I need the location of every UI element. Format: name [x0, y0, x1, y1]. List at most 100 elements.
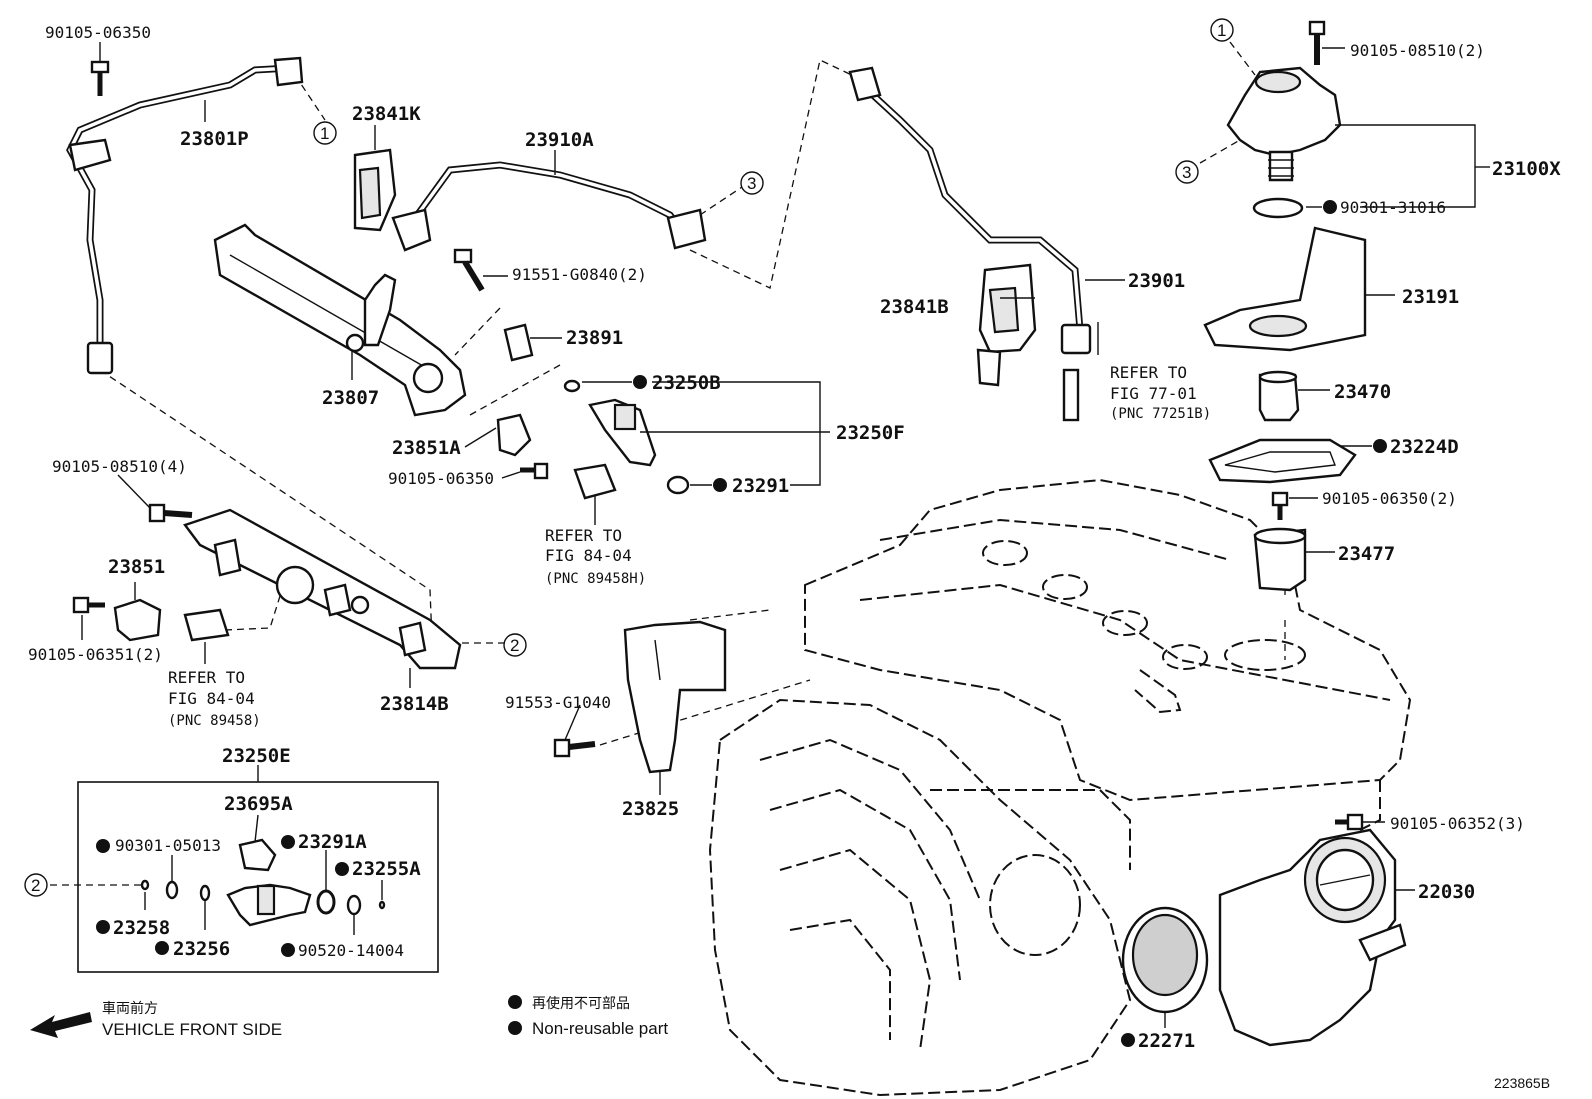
gasket-22271 — [1121, 906, 1209, 1014]
vehicle-front-cn: 車両前方 — [102, 1000, 158, 1016]
label-23477: 23477 — [1338, 543, 1395, 565]
non-reusable-cn: 再使用不可部品 — [532, 995, 630, 1011]
reference-notes: REFER TO FIG 84-04 (PNC 89458H) REFER TO… — [168, 363, 1211, 729]
bolt-91551-G0840 — [453, 248, 485, 292]
callout-1: 1 — [320, 124, 329, 143]
delivery-pipe-23807 — [213, 223, 467, 417]
label-23470: 23470 — [1334, 381, 1391, 403]
bolt-90105-06350-top — [90, 60, 110, 96]
label-23695A: 23695A — [224, 793, 293, 815]
spacer-23891 — [503, 323, 534, 362]
callout-markers — [24, 18, 1234, 897]
ref2-line1: REFER TO — [168, 668, 245, 687]
vehicle-front-arrow-icon — [30, 1012, 92, 1038]
label-90105-06350-2: 90105-06350(2) — [1322, 489, 1457, 508]
label-90105-06351: 90105-06351(2) — [28, 645, 163, 664]
label-23256: 23256 — [173, 938, 230, 960]
bolt-90105-06350-2 — [1271, 491, 1289, 520]
insulator-23191 — [1203, 226, 1367, 352]
sensor-89458 — [183, 608, 230, 642]
ref3-line2: FIG 77-01 — [1110, 384, 1197, 403]
label-23851: 23851 — [108, 556, 165, 578]
fuel-pipe-23801P — [66, 56, 304, 375]
leader-lines — [81, 42, 1490, 1028]
ref1-line1: REFER TO — [545, 526, 622, 545]
o-ring-90301-31016 — [1252, 197, 1304, 219]
label-23100X: 23100X — [1492, 158, 1561, 180]
legend: 車両前方 VEHICLE FRONT SIDE 再使用不可部品 Non-reus… — [102, 995, 1550, 1091]
gasket-23224D — [1208, 438, 1357, 484]
callout-3: 3 — [747, 174, 756, 193]
dashed-leaders — [50, 41, 1286, 886]
label-90301-05013: 90301-05013 — [115, 836, 221, 855]
label-23841B: 23841B — [880, 296, 949, 318]
label-23250B: 23250B — [652, 372, 721, 394]
ref2-line2: FIG 84-04 — [168, 689, 255, 708]
label-23801P: 23801P — [180, 128, 249, 150]
kit-23250E — [77, 765, 439, 973]
non-reusable-dots — [96, 200, 1387, 1047]
clip-23851A — [496, 413, 532, 457]
label-23191: 23191 — [1402, 286, 1459, 308]
label-23814B: 23814B — [380, 693, 449, 715]
fuel-pipe-23901 — [848, 66, 1092, 355]
label-23825: 23825 — [622, 798, 679, 820]
label-23910A: 23910A — [525, 129, 594, 151]
vehicle-front-en: VEHICLE FRONT SIDE — [102, 1020, 282, 1039]
callout-2b: 2 — [31, 876, 40, 895]
cap-23851 — [113, 598, 162, 642]
housing-23477 — [1253, 527, 1307, 592]
label-23255A: 23255A — [352, 858, 421, 880]
label-91551-G0840: 91551-G0840(2) — [512, 265, 647, 284]
label-23891: 23891 — [566, 327, 623, 349]
label-90105-08510-2: 90105-08510(2) — [1350, 41, 1485, 60]
throttle-body-22030 — [1218, 828, 1407, 1047]
label-23291: 23291 — [732, 475, 789, 497]
label-23807: 23807 — [322, 387, 379, 409]
callout-3b: 3 — [1182, 163, 1191, 182]
bolt-90105-08510-2 — [1308, 20, 1326, 65]
part-labels: 90105-06350 23801P 23841K 23910A 91551-G… — [28, 23, 1561, 1052]
ref3-line3: (PNC 77251B) — [1110, 406, 1211, 422]
label-90105-06350-top: 90105-06350 — [45, 23, 151, 42]
ref1-line3: (PNC 89458H) — [545, 571, 646, 587]
sensor-89458H — [573, 463, 617, 500]
label-90105-06352: 90105-06352(3) — [1390, 814, 1525, 833]
label-90301-31016: 90301-31016 — [1340, 198, 1446, 217]
label-23250E: 23250E — [222, 745, 291, 767]
callout-numbers: 1 3 2 1 3 2 — [31, 21, 1226, 895]
label-90105-06350-mid: 90105-06350 — [388, 469, 494, 488]
fuel-pump-23100X — [1226, 66, 1342, 182]
label-22030: 22030 — [1418, 881, 1475, 903]
fuel-pipe-23910A — [391, 161, 707, 252]
label-23901: 23901 — [1128, 270, 1185, 292]
label-23250F: 23250F — [836, 422, 905, 444]
connector-23841K — [353, 148, 397, 232]
callout-2: 2 — [510, 636, 519, 655]
label-90105-08510-4: 90105-08510(4) — [52, 457, 187, 476]
label-91553-G1040: 91553-G1040 — [505, 693, 611, 712]
label-23258: 23258 — [113, 917, 170, 939]
injector-23250F — [563, 379, 690, 495]
non-reusable-en: Non-reusable part — [532, 1019, 668, 1038]
bracket-23825 — [623, 620, 727, 774]
bolt-90105-06350-mid — [520, 462, 549, 480]
figure-id: 223865B — [1494, 1075, 1550, 1091]
label-22271: 22271 — [1138, 1030, 1195, 1052]
callout-1b: 1 — [1217, 21, 1226, 40]
bolt-91553-G1040 — [553, 738, 596, 758]
ref1-line2: FIG 84-04 — [545, 546, 632, 565]
bolt-90105-06351 — [72, 596, 105, 614]
ref2-line3: (PNC 89458) — [168, 713, 261, 729]
ref3-line1: REFER TO — [1110, 363, 1187, 382]
label-23291A: 23291A — [298, 831, 367, 853]
label-90520-14004: 90520-14004 — [298, 941, 404, 960]
fuel-rail-23814B — [183, 508, 462, 670]
lifter-23470 — [1258, 370, 1300, 422]
connector-23841B — [976, 263, 1037, 387]
label-23841K: 23841K — [352, 103, 421, 125]
hose-77251B — [1062, 368, 1080, 422]
bolt-90105-08510-4 — [148, 503, 193, 523]
